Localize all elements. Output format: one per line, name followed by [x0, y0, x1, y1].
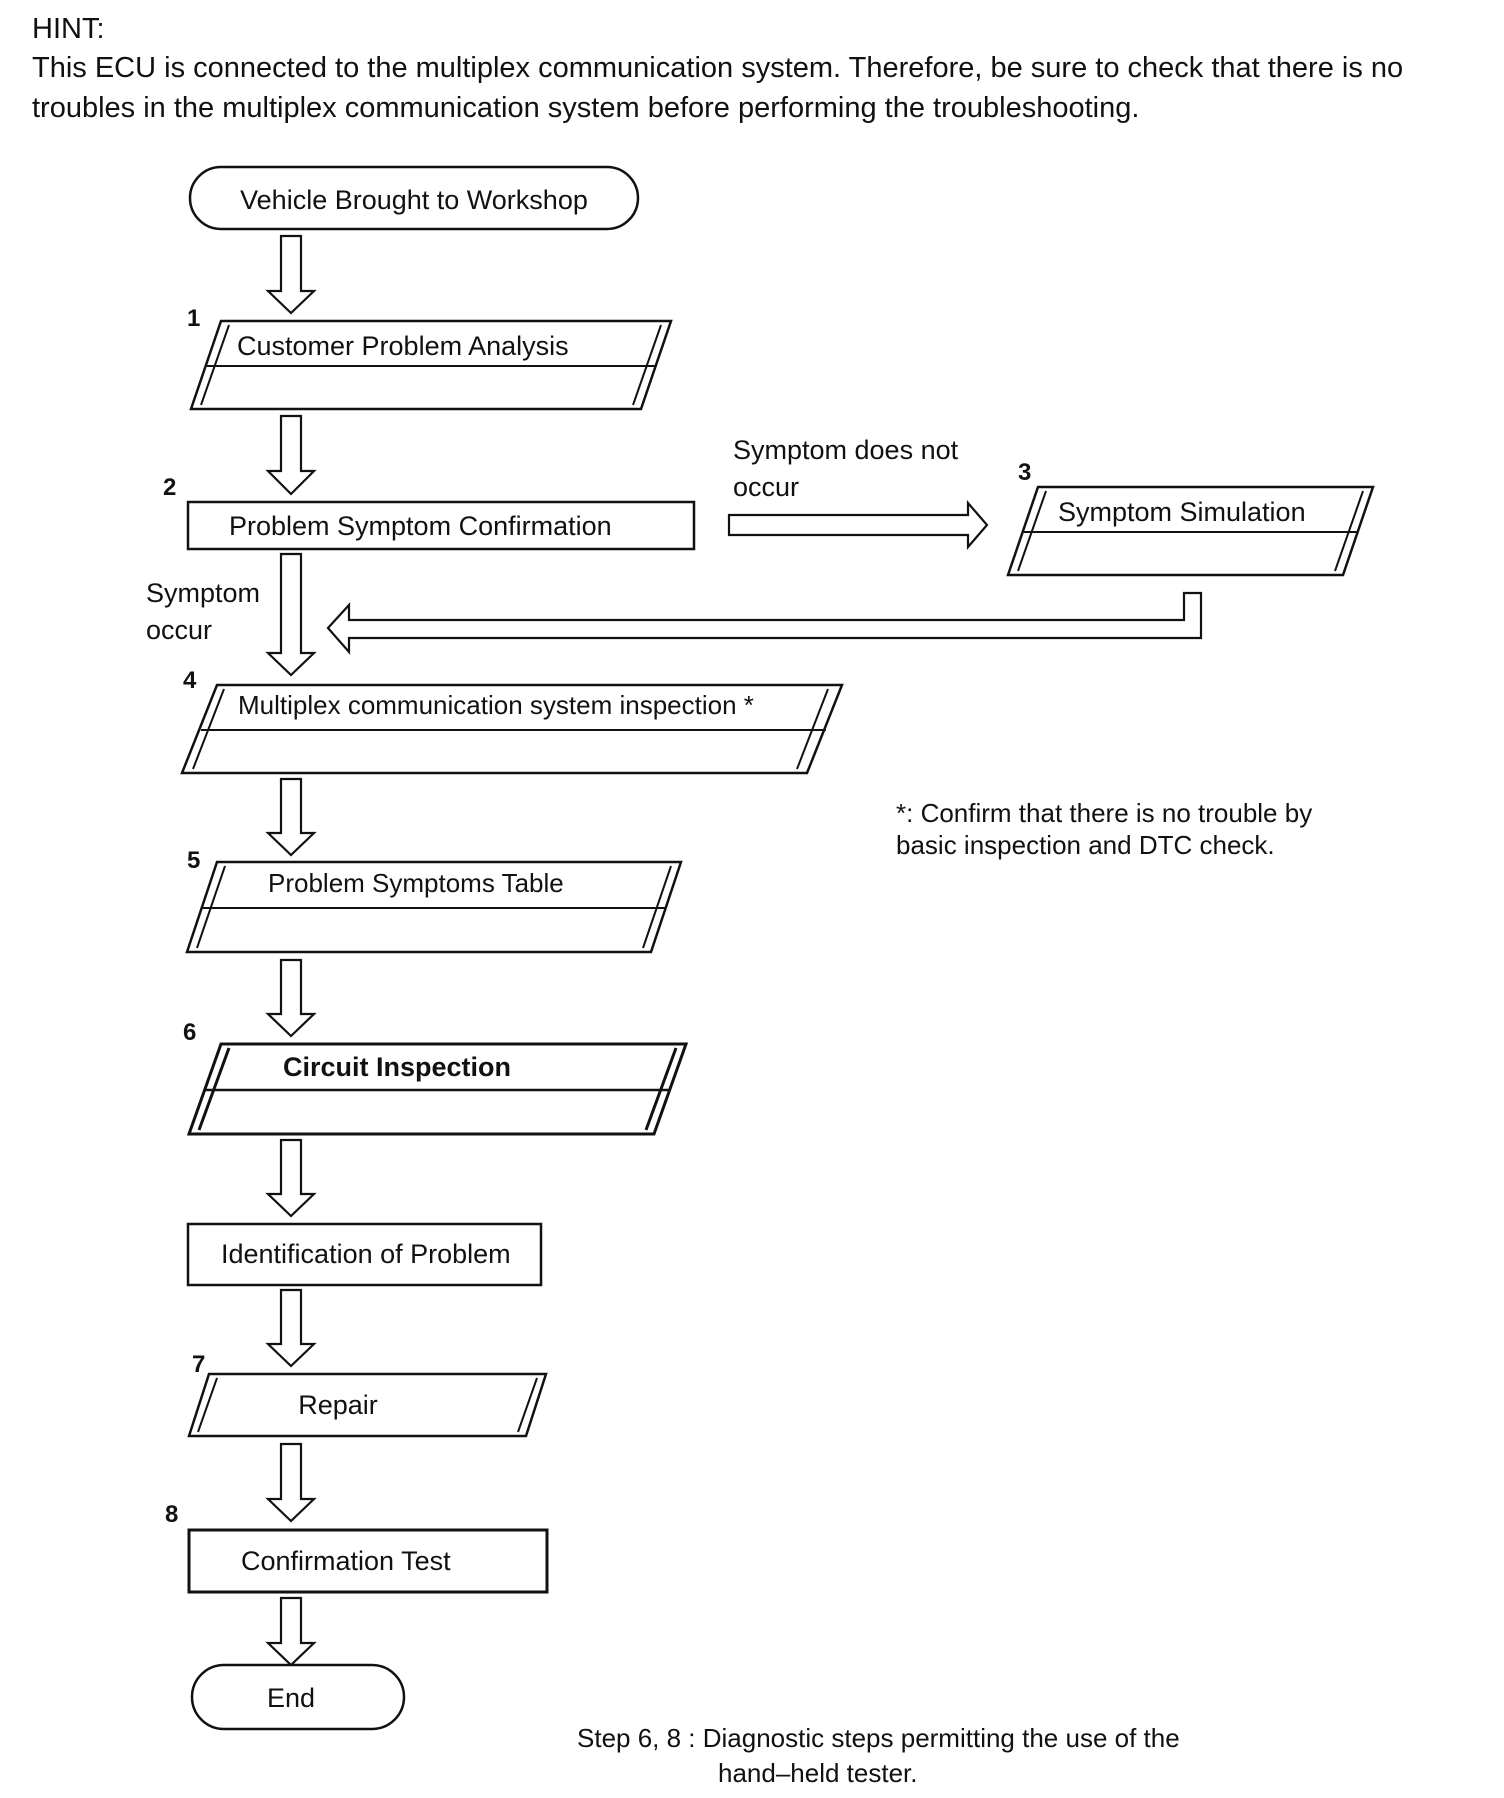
arrow-5-to-6	[265, 958, 317, 1038]
step-6-label: Circuit Inspection	[283, 1052, 511, 1082]
hint-title: HINT:	[32, 13, 105, 45]
step-3-number: 3	[1018, 459, 1031, 486]
branch-no-line1: Symptom does not	[733, 435, 959, 465]
branch-yes-line2: occur	[146, 615, 212, 645]
step-1-label: Customer Problem Analysis	[237, 331, 569, 361]
step-8-label: Confirmation Test	[241, 1546, 451, 1576]
arrow-1-to-2	[265, 414, 317, 496]
step-4-number: 4	[183, 667, 197, 694]
hint-block: HINT: This ECU is connected to the multi…	[32, 10, 1492, 128]
arrow-7-to-8	[265, 1442, 317, 1523]
end-label: End	[267, 1683, 315, 1713]
arrow-3-return	[326, 591, 1203, 655]
branch-yes-line1: Symptom	[146, 578, 260, 608]
asterisk-note-line2: basic inspection and DTC check.	[896, 830, 1275, 860]
step-4-label: Multiplex communication system inspectio…	[238, 690, 754, 720]
arrow-8-to-end	[265, 1596, 317, 1667]
asterisk-note-line1: *: Confirm that there is no trouble by	[896, 798, 1312, 828]
step-7-box	[187, 1372, 548, 1438]
end-terminal	[190, 1663, 406, 1731]
step-6-number: 6	[183, 1019, 196, 1046]
identification-box	[186, 1222, 543, 1287]
step-5-label: Problem Symptoms Table	[268, 868, 564, 898]
arrow-6-to-identification	[265, 1138, 317, 1218]
step-8-box	[187, 1528, 549, 1594]
arrow-2-to-4	[265, 552, 317, 677]
steps-note-line1: Step 6, 8 : Diagnostic steps permitting …	[577, 1723, 1180, 1753]
start-label: Vehicle Brought to Workshop	[240, 185, 588, 215]
steps-note-line2: hand–held tester.	[718, 1758, 918, 1788]
step-2-box	[186, 500, 696, 551]
step-3-label: Symptom Simulation	[1058, 497, 1306, 527]
step-5-number: 5	[187, 847, 200, 874]
arrow-identification-to-7	[265, 1288, 317, 1368]
identification-label: Identification of Problem	[221, 1239, 511, 1269]
step-7-number: 7	[192, 1351, 205, 1378]
step-2-number: 2	[163, 474, 176, 501]
arrow-2-to-3	[727, 500, 989, 550]
step-2-label: Problem Symptom Confirmation	[229, 511, 612, 541]
branch-no-line2: occur	[733, 472, 799, 502]
start-terminal	[188, 165, 640, 231]
step-1-number: 1	[187, 305, 200, 332]
step-8-number: 8	[165, 1501, 178, 1528]
arrow-4-to-5	[265, 777, 317, 857]
step-7-label: Repair	[298, 1390, 378, 1420]
arrow-start-to-1	[265, 234, 317, 315]
hint-text: This ECU is connected to the multiplex c…	[32, 52, 1404, 124]
